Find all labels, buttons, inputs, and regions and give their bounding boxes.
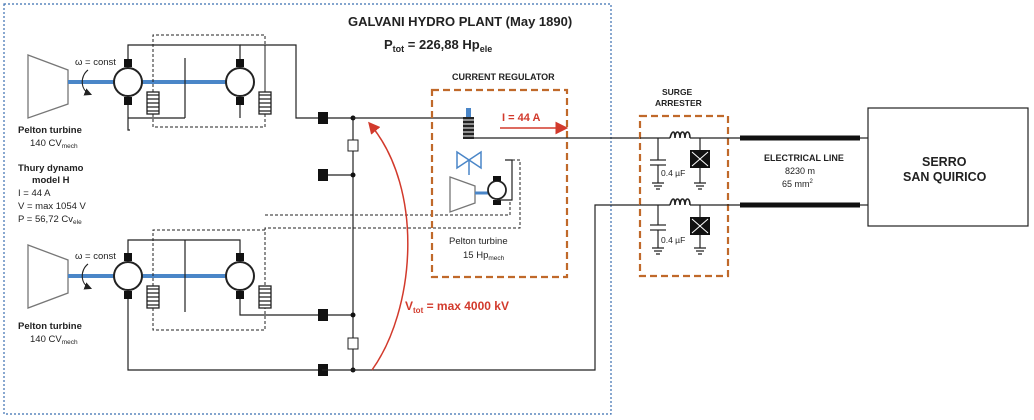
current-regulator bbox=[430, 88, 640, 279]
regulator-turbine-name: Pelton turbine bbox=[449, 236, 508, 247]
central-bus bbox=[264, 44, 640, 376]
regulator-coil-icon bbox=[463, 108, 474, 139]
destination-line1: SERRO bbox=[922, 155, 967, 169]
svg-text:I = 44 A: I = 44 A bbox=[18, 188, 51, 199]
regulator-turbine-power: 15 Hpmech bbox=[463, 250, 505, 262]
field-coil-bottom-1 bbox=[146, 285, 160, 309]
vtot-arc bbox=[368, 121, 409, 371]
regulator-valve-icon bbox=[456, 150, 482, 175]
field-coil-top-2 bbox=[258, 91, 272, 115]
turbine-bottom-name: Pelton turbine bbox=[18, 321, 82, 332]
pelton-turbine-top-icon bbox=[27, 54, 69, 119]
line-title: ELECTRICAL LINE bbox=[764, 153, 844, 163]
arrester-resistor-top-icon bbox=[690, 150, 710, 168]
turbine-top-power: 140 CVmech bbox=[30, 138, 78, 150]
regulator-title: CURRENT REGULATOR bbox=[452, 72, 555, 82]
svg-text:P = 56,72 Cvele: P = 56,72 Cvele bbox=[18, 214, 82, 226]
vtot-label: Vtot = max 4000 kV bbox=[405, 299, 509, 315]
cap-top-label: 0.4 µF bbox=[661, 168, 685, 178]
electrical-line bbox=[740, 135, 868, 208]
dynamo-bottom-2 bbox=[225, 261, 255, 291]
dynamo-spec: Thury dynamo model H I = 44 A V = max 10… bbox=[18, 163, 87, 226]
line-section: 65 mm2 bbox=[782, 179, 814, 189]
generator-group-bottom bbox=[27, 229, 322, 371]
arrester-inductor-top-icon bbox=[669, 131, 691, 139]
dynamo-bottom-1 bbox=[113, 261, 143, 291]
plant-title: GALVANI HYDRO PLANT (May 1890) bbox=[348, 14, 572, 29]
omega-top: ω = const bbox=[75, 57, 116, 68]
regulator-current: I = 44 A bbox=[502, 112, 540, 124]
pelton-turbine-bottom-icon bbox=[27, 244, 69, 309]
destination-line2: SAN QUIRICO bbox=[903, 170, 987, 184]
turbine-bottom-power: 140 CVmech bbox=[30, 334, 78, 346]
cap-bottom-label: 0.4 µF bbox=[661, 235, 685, 245]
surge-arrester-box bbox=[638, 114, 730, 278]
dynamo-top-2 bbox=[225, 67, 255, 97]
turbine-top-name: Pelton turbine bbox=[18, 125, 82, 136]
surge-arrester bbox=[638, 114, 740, 278]
arrester-resistor-bottom-icon bbox=[690, 217, 710, 235]
svg-text:V = max 1054 V: V = max 1054 V bbox=[18, 201, 87, 212]
svg-text:model H: model H bbox=[32, 175, 70, 186]
regulator-pelton-turbine-icon bbox=[449, 176, 476, 213]
generator-group-top bbox=[27, 34, 322, 131]
line-length: 8230 m bbox=[785, 166, 815, 176]
rotation-arrow-bottom-icon bbox=[81, 263, 93, 290]
arrester-title-1: SURGE bbox=[662, 87, 693, 97]
arrester-title-2: ARRESTER bbox=[655, 98, 702, 108]
dynamo-top-1 bbox=[113, 67, 143, 97]
destination-box bbox=[867, 107, 1029, 227]
svg-text:Thury dynamo: Thury dynamo bbox=[18, 163, 84, 174]
arrester-inductor-bottom-icon bbox=[669, 198, 691, 206]
rotation-arrow-top-icon bbox=[81, 69, 93, 96]
omega-bottom: ω = const bbox=[75, 251, 116, 262]
plant-border bbox=[3, 3, 612, 415]
current-regulator-box bbox=[430, 88, 569, 279]
field-coil-top-1 bbox=[146, 91, 160, 115]
plant-power: Ptot = 226,88 Hpele bbox=[384, 37, 492, 54]
field-coil-bottom-2 bbox=[258, 285, 272, 309]
